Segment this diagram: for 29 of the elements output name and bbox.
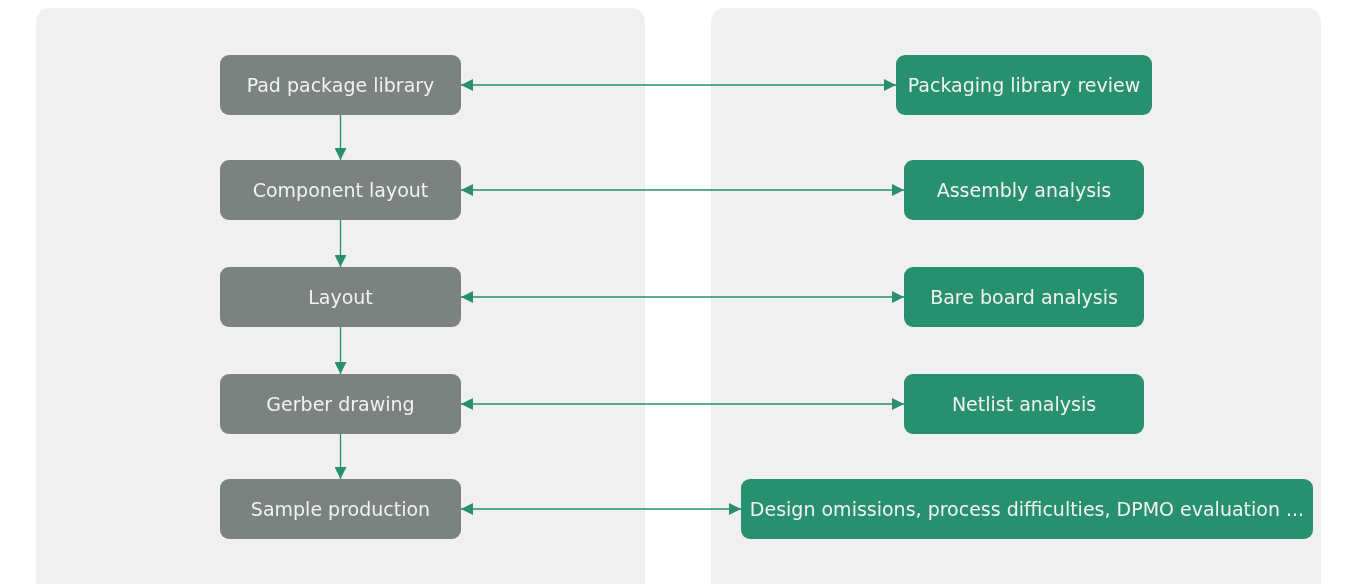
process-box — [220, 160, 461, 220]
box-label: Sample production — [250, 498, 431, 520]
box-label: Design omissions, process difficulties, DPMO evaluation ... — [749, 498, 1305, 520]
analysis-box — [904, 374, 1144, 434]
box-label: Packaging library review — [907, 74, 1141, 96]
arrow — [334, 326, 347, 375]
process-box — [220, 55, 461, 115]
arrow — [460, 291, 905, 303]
box-label: Gerber drawing — [266, 393, 415, 415]
process-box — [220, 267, 461, 327]
box-label: Component layout — [252, 179, 429, 201]
arrow — [334, 433, 347, 480]
box-label: Netlist analysis — [951, 393, 1097, 415]
arrow — [460, 184, 905, 196]
analysis-box — [741, 479, 1313, 539]
analysis-box — [896, 55, 1152, 115]
arrow — [334, 219, 347, 268]
process-box — [220, 374, 461, 434]
box-label: Pad package library — [246, 74, 435, 96]
arrow — [334, 114, 347, 161]
box-label: Assembly analysis — [936, 179, 1112, 201]
arrow — [460, 79, 897, 91]
arrow — [460, 503, 742, 515]
box-label: Layout — [308, 286, 373, 308]
arrow — [460, 398, 905, 410]
analysis-box — [904, 267, 1144, 327]
box-label: Bare board analysis — [930, 286, 1118, 308]
analysis-box — [904, 160, 1144, 220]
process-box — [220, 479, 461, 539]
